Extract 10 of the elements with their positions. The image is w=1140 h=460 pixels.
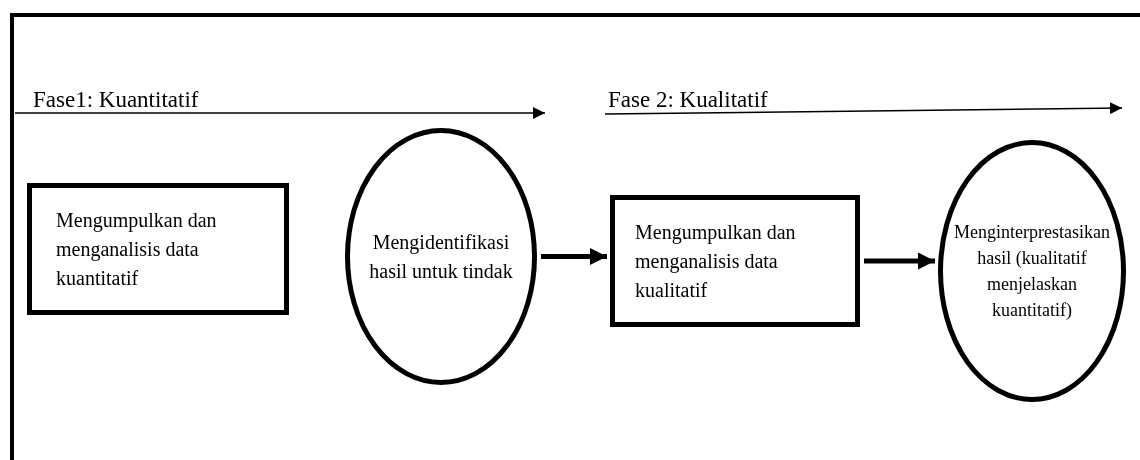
phase-label: Fase1: Kuantitatif — [33, 88, 199, 111]
phase-label: Fase 2: Kualitatif — [608, 88, 768, 111]
process-box — [610, 195, 860, 327]
node-text: Mengumpulkan dan menganalisis data kuantitatif — [56, 207, 218, 291]
arrow — [541, 248, 607, 265]
process-box — [27, 183, 289, 315]
node-text: Menginterprestasikan hasil (kualitatif menjelaskan kuantitatif) — [953, 220, 1111, 323]
arrow — [864, 252, 935, 270]
node-text: Mengidentifikasi hasil untuk tindak — [369, 229, 513, 284]
node-text: Mengumpulkan dan menganalisis data kualitatif — [635, 219, 797, 303]
